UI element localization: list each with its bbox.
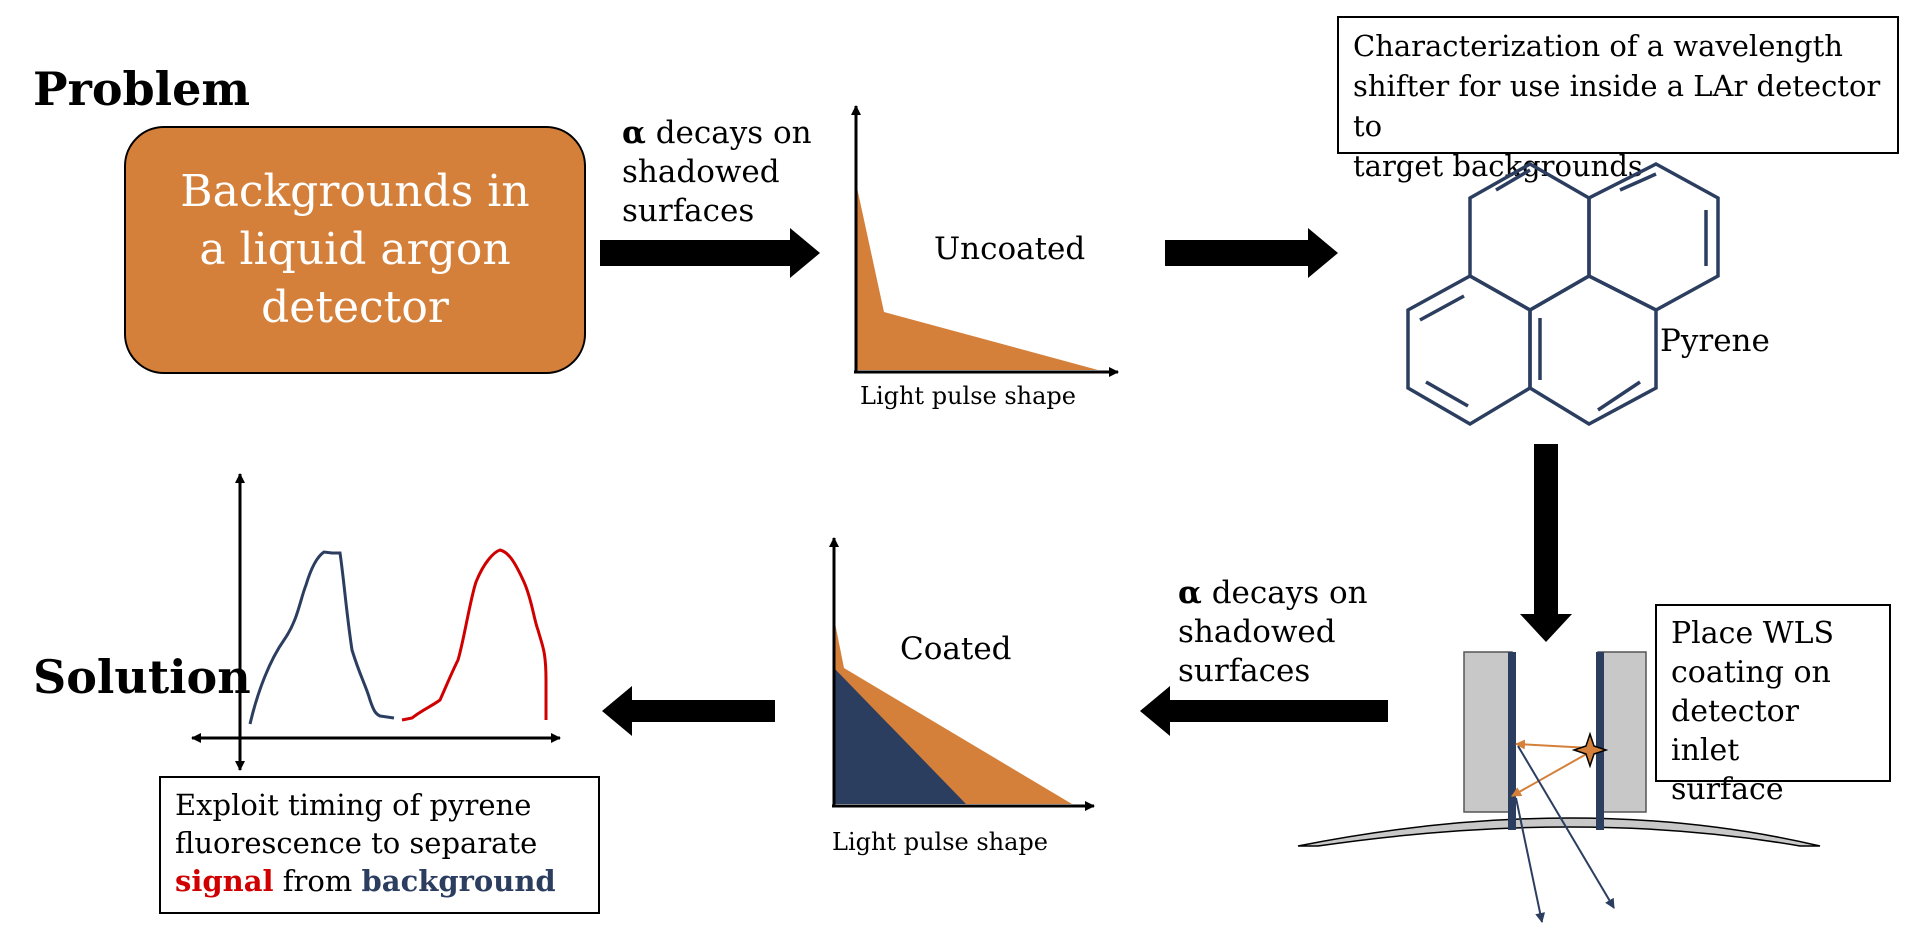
bottom-arrow-label-line1: decays on: [1201, 575, 1368, 611]
wls-line3: detector inlet: [1671, 694, 1800, 768]
arrow-right-1: [600, 228, 820, 278]
characterization-line1: Characterization of a wavelength: [1353, 29, 1843, 63]
wls-coating-right: [1596, 652, 1604, 830]
background-pulse-curve: [248, 550, 395, 725]
arrow-left-2: [602, 686, 775, 736]
solution-heading: Solution: [33, 650, 251, 704]
emitted-light-ray: [1511, 751, 1591, 797]
pyrene-double-bond: [1425, 380, 1469, 408]
inlet-wall-right: [1597, 651, 1647, 813]
arrow-right-2: [1165, 228, 1338, 278]
characterization-box: Characterization of a wavelength shifter…: [1337, 16, 1899, 183]
arrow-down: [1520, 444, 1572, 642]
bottom-arrow-label: α decays on shadowed surfaces: [1178, 574, 1378, 691]
wls-coating-left: [1508, 652, 1516, 830]
coated-pulse-navy-area: [834, 668, 966, 804]
arrow-left-1: [1140, 686, 1388, 736]
signal-pulse-curve: [401, 548, 548, 722]
signal-word: signal: [175, 864, 274, 898]
pyrene-ring-top-right: [1587, 162, 1720, 312]
pyrene-double-bond: [1419, 294, 1465, 322]
top-arrow-label: α decays on shadowed surfaces: [622, 114, 822, 231]
pyrene-double-bond: [1619, 172, 1657, 192]
characterization-line3: target backgrounds: [1353, 149, 1643, 183]
solution-plot: [191, 473, 561, 771]
pyrene-label: Pyrene: [1660, 323, 1770, 359]
pyrene-double-bond: [1495, 168, 1531, 192]
solution-box: Exploit timing of pyrene fluorescence to…: [159, 776, 600, 914]
background-word: background: [361, 864, 556, 898]
alpha-decay-star-icon: [1571, 731, 1609, 769]
detector-inlet: [1297, 651, 1821, 923]
pyrene-double-bond: [1597, 380, 1641, 412]
shifted-light-ray: [1515, 797, 1546, 923]
wls-line2: coating on: [1671, 655, 1831, 690]
detector-surface: [1297, 817, 1821, 847]
characterization-line2: shifter for use inside a LAr detector to: [1353, 69, 1881, 143]
coated-title: Coated: [900, 631, 1012, 667]
problem-heading: Problem: [33, 62, 251, 116]
bottom-arrow-label-line2: shadowed: [1178, 614, 1336, 650]
from-word: from: [273, 864, 362, 898]
coated-xlabel: Light pulse shape: [832, 828, 1048, 856]
top-arrow-label-line2: shadowed: [622, 154, 780, 190]
alpha-symbol: α: [622, 115, 646, 151]
wls-line4: surface: [1671, 772, 1784, 807]
alpha-symbol: α: [1178, 575, 1202, 611]
coated-plot: [829, 537, 1095, 811]
pyrene-ring-bottom-left: [1406, 273, 1532, 427]
top-arrow-label-line3: surfaces: [622, 193, 755, 229]
problem-box-text: Backgrounds in a liquid argon detector: [180, 166, 530, 333]
problem-box: Backgrounds in a liquid argon detector: [124, 126, 586, 374]
shifted-light-ray: [1517, 745, 1615, 909]
pyrene-ring-bottom-right: [1528, 274, 1658, 427]
uncoated-pulse-area: [856, 183, 1098, 370]
uncoated-plot: [851, 105, 1119, 377]
pyrene-molecule: [1406, 161, 1720, 427]
inlet-wall-left: [1463, 651, 1513, 813]
emitted-light-ray: [1515, 739, 1591, 750]
wls-box: Place WLS coating on detector inlet surf…: [1655, 604, 1891, 807]
uncoated-title: Uncoated: [934, 231, 1086, 267]
top-arrow-label-line1: decays on: [645, 115, 812, 151]
solution-line2: fluorescence to separate: [175, 826, 538, 860]
wls-line1: Place WLS: [1671, 616, 1835, 651]
solution-line1: Exploit timing of pyrene: [175, 788, 532, 822]
bottom-arrow-label-line3: surfaces: [1178, 653, 1311, 689]
uncoated-xlabel: Light pulse shape: [860, 382, 1076, 410]
